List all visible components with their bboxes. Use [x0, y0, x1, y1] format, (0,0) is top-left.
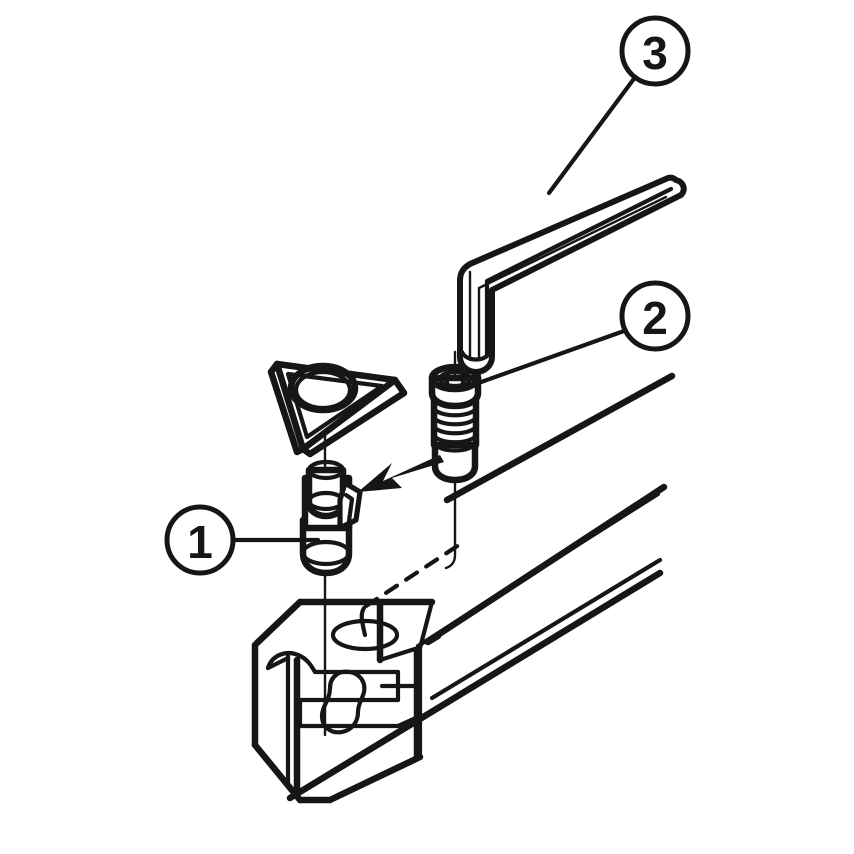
- pin-seat-keyhole-slot: [319, 669, 367, 735]
- hex-key-facet-line-1: [484, 186, 674, 359]
- insert-left-side: [267, 360, 307, 456]
- hex-key: [457, 174, 687, 375]
- pocket-relief-arc-left: [265, 651, 318, 675]
- head-chamfer-upper-left: [253, 598, 304, 647]
- callout-1[interactable]: 1: [164, 504, 321, 576]
- pin-flange-bottom-ellipse: [300, 539, 352, 567]
- head-bottom-right-edge: [326, 753, 424, 804]
- hidden-edge-dashed-line: [363, 538, 468, 609]
- callout-1-balloon[interactable]: [164, 504, 236, 576]
- callout-2[interactable]: 2: [467, 280, 691, 389]
- pin-top-ellipse: [306, 459, 346, 481]
- head-chamfer-lower-left: [251, 741, 304, 804]
- tool-holder-head: [251, 538, 468, 804]
- pocket-step-right: [395, 713, 423, 729]
- callout-3-leader: [546, 73, 639, 196]
- callout-3[interactable]: 3: [546, 15, 691, 196]
- assembly-arrow-shape: [358, 455, 444, 492]
- screw-axis-centerline-lower: [444, 476, 457, 570]
- callout-2-label: 2: [642, 292, 668, 344]
- cutting-insert: [267, 360, 408, 458]
- shank-step-upper: [377, 645, 421, 663]
- insert-center-bore-inner: [293, 369, 353, 411]
- callout-2-leader: [467, 328, 627, 389]
- pin-cam-lever-crease: [343, 492, 355, 524]
- shank-upper-rear-edge: [443, 372, 676, 504]
- assembly-direction-arrow: [358, 455, 444, 492]
- screw-hex-socket: [437, 369, 473, 389]
- screw-head-top-ellipse: [428, 363, 482, 393]
- insert-right-side: [299, 376, 408, 458]
- callout-3-label: 3: [642, 27, 668, 79]
- callout-1-label: 1: [187, 516, 213, 568]
- shank-mid-edge: [429, 557, 663, 701]
- pocket-top-left-edge: [265, 655, 291, 671]
- callout-2-balloon[interactable]: [619, 280, 691, 352]
- callout-3-balloon[interactable]: [619, 15, 691, 87]
- lock-screw: [428, 363, 482, 484]
- hex-key-facet-line-2: [477, 195, 668, 362]
- head-top-right-edge: [417, 599, 435, 651]
- screw-bore-ellipse: [330, 618, 400, 652]
- tool-holder-shank: [286, 372, 676, 802]
- clamping-pin: [299, 459, 363, 577]
- bore-axis-stub: [359, 605, 368, 638]
- shank-top-near-edge: [415, 491, 661, 649]
- hex-key-short-arm-tip: [459, 349, 493, 362]
- shank-bottom-edge: [286, 569, 664, 802]
- insert-rake-land: [285, 371, 385, 440]
